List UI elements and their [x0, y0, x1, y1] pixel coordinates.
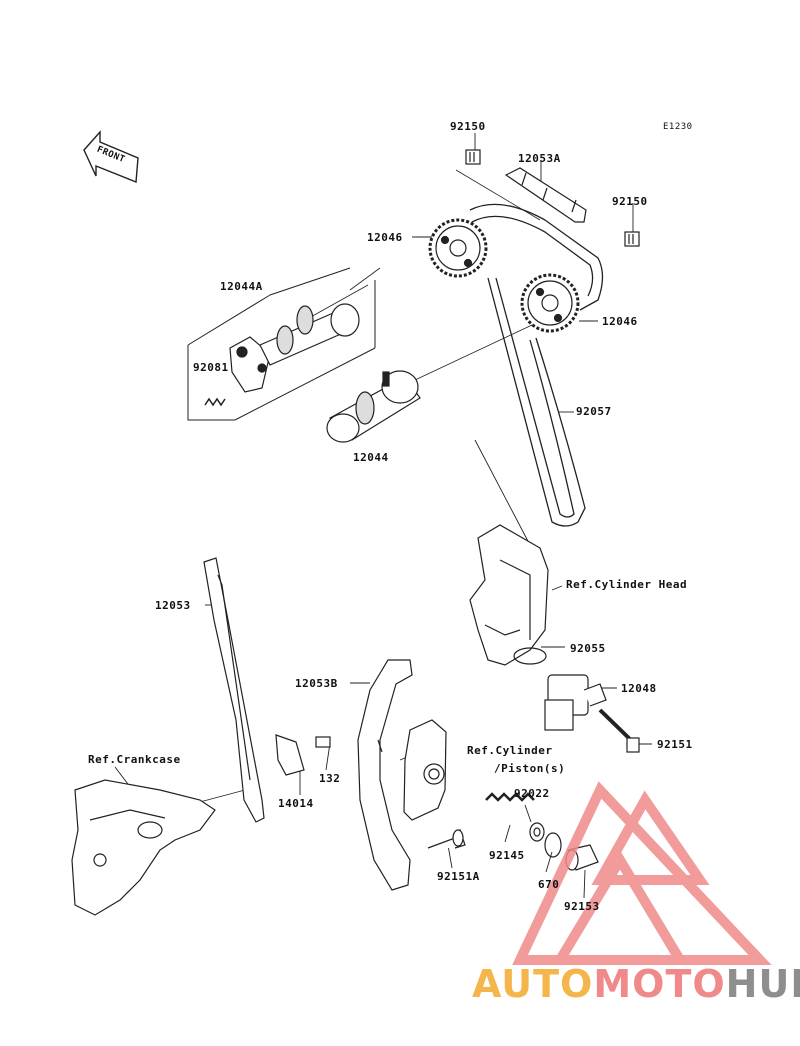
label-ref-piston: /Piston(s)	[494, 762, 566, 775]
label-92151A: 92151A	[437, 870, 480, 883]
bolt-132-icon	[315, 736, 331, 748]
label-92150-right: 92150	[612, 195, 648, 208]
label-ref-cylinder: Ref.Cylinder	[467, 744, 553, 757]
camshaft-group-frame	[187, 267, 376, 421]
chain-guide-front-icon	[203, 557, 265, 823]
bolt-92151A-icon	[427, 828, 466, 849]
label-12046-left: 12046	[367, 231, 403, 244]
label-12053: 12053	[155, 599, 191, 612]
sprocket-left-icon	[428, 218, 488, 278]
label-92022: 92022	[514, 787, 550, 800]
bolt-92150-right-icon	[624, 231, 640, 247]
o-ring-670-icon	[544, 832, 562, 858]
cylinder-piston-icon	[403, 719, 447, 821]
label-92150-top: 92150	[450, 120, 486, 133]
watermark-moto: MOTO	[593, 962, 726, 1006]
bracket-14014-icon	[275, 734, 305, 776]
label-132: 132	[319, 772, 341, 785]
label-670: 670	[538, 878, 560, 891]
label-92145: 92145	[489, 849, 525, 862]
bolt-92150-top-icon	[465, 149, 481, 165]
sprocket-right-icon	[520, 273, 580, 333]
watermark-text: AUTOMOTOHUB	[472, 962, 800, 1006]
label-12048: 12048	[621, 682, 657, 695]
label-92055: 92055	[570, 642, 606, 655]
watermark-hub: HUB	[725, 962, 800, 1006]
chain-tensioner-icon	[544, 674, 640, 753]
chain-guide-upper-icon	[504, 167, 587, 223]
spring-92145-icon	[485, 792, 535, 802]
label-12046-right: 12046	[602, 315, 638, 328]
label-14014: 14014	[278, 797, 314, 810]
diagram-code: E1230	[663, 122, 693, 132]
spring-92081-icon	[204, 397, 226, 407]
camshaft-intake-icon	[326, 370, 421, 443]
label-92153: 92153	[564, 900, 600, 913]
label-92151: 92151	[657, 738, 693, 751]
washer-92022-icon	[529, 822, 545, 842]
camshaft-exhaust-icon	[229, 303, 360, 393]
watermark-auto: AUTO	[472, 962, 594, 1006]
label-12044A: 12044A	[220, 280, 263, 293]
label-12044: 12044	[353, 451, 389, 464]
label-92081: 92081	[193, 361, 229, 374]
label-12053B: 12053B	[295, 677, 338, 690]
front-arrow-icon	[83, 130, 139, 184]
label-ref-crankcase: Ref.Crankcase	[88, 753, 181, 766]
cylinder-head-icon	[469, 524, 549, 666]
label-ref-cylinder-head: Ref.Cylinder Head	[566, 578, 688, 591]
cam-chain-icon	[469, 203, 604, 527]
label-92057: 92057	[576, 405, 612, 418]
watermark-logo-icon	[512, 781, 772, 965]
crankcase-icon	[71, 779, 216, 916]
label-12053A: 12053A	[518, 152, 561, 165]
chain-guide-rear-icon	[357, 659, 413, 891]
reference-lines	[195, 169, 541, 804]
